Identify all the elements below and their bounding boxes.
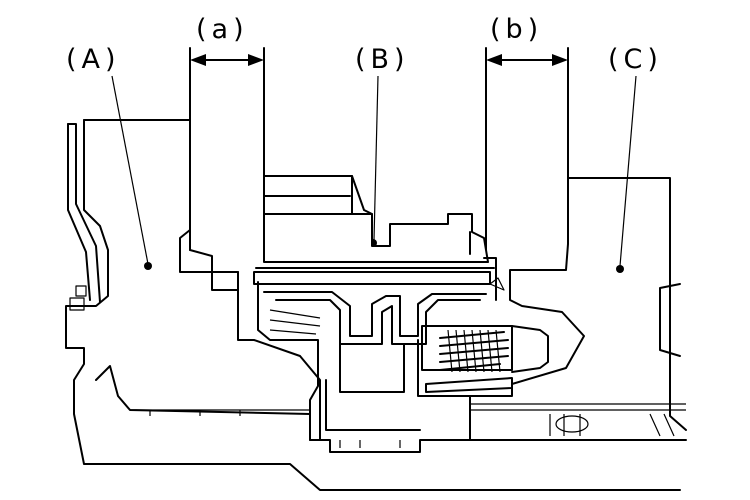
leader-a — [111, 75, 152, 270]
part-b-body — [263, 175, 489, 263]
part-a-label: (A) — [66, 44, 121, 75]
part-a-body — [65, 119, 681, 491]
dimension-b — [485, 47, 569, 257]
part-c-label: (C) — [608, 44, 663, 75]
dim-a-label: (a) — [196, 14, 249, 45]
lower-mechanism — [253, 267, 495, 441]
dim-b-label: (b) — [490, 14, 543, 45]
base-outline — [309, 439, 471, 453]
part-c-body — [469, 177, 687, 441]
threaded-insert — [421, 325, 549, 393]
leader-c — [616, 75, 637, 273]
part-b-label: (B) — [355, 44, 410, 75]
dimension-a — [189, 47, 265, 251]
